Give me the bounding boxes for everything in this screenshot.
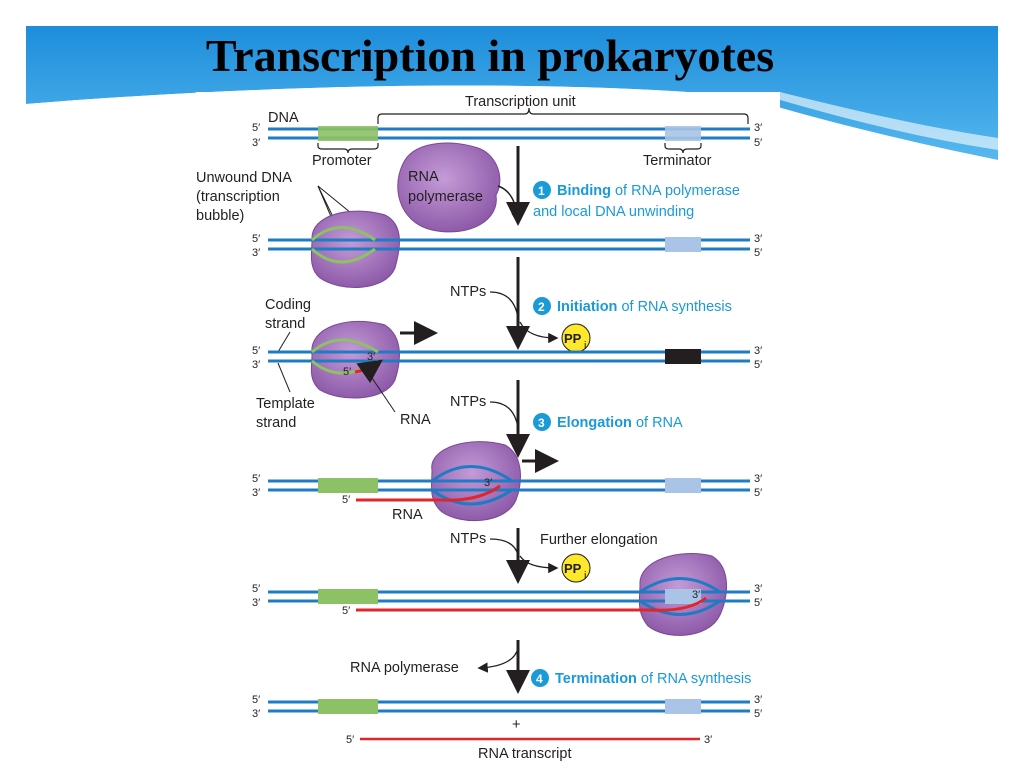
svg-text:5′: 5′ <box>754 487 762 499</box>
step-4-caption: 4 Termination of RNA synthesis <box>531 669 751 687</box>
svg-text:i: i <box>584 340 586 352</box>
rna-polymerase-label-1: RNA <box>408 169 439 185</box>
promoter-label: Promoter <box>312 153 372 169</box>
svg-text:2: 2 <box>538 300 545 314</box>
rna-polymerase-free: RNA polymerase <box>397 142 524 233</box>
svg-text:3′: 3′ <box>252 708 260 720</box>
svg-text:3′: 3′ <box>252 487 260 499</box>
rna-label: RNA <box>392 507 423 523</box>
three-prime-label: 3′ <box>754 122 762 134</box>
step-1-caption: 1 Binding of RNA polymerase and local DN… <box>533 181 740 220</box>
unwound-dna-label-3: bubble) <box>196 208 244 224</box>
five-prime-label: 5′ <box>252 122 260 134</box>
rna-transcript-label: RNA transcript <box>478 746 571 762</box>
step-2-caption: 2 Initiation of RNA synthesis <box>533 297 732 315</box>
svg-text:3′: 3′ <box>754 233 762 245</box>
svg-text:3′: 3′ <box>252 597 260 609</box>
rna-polymerase-release-label: RNA polymerase <box>350 660 459 676</box>
svg-text:3′: 3′ <box>704 734 712 746</box>
dna-row-termination: 5′ 3′ 3′ 5′ <box>252 694 762 720</box>
svg-text:3: 3 <box>538 416 545 430</box>
svg-text:5′: 5′ <box>343 366 351 378</box>
terminator-label: Terminator <box>643 153 712 169</box>
svg-text:Elongation of RNA: Elongation of RNA <box>557 415 683 431</box>
three-prime-label: 3′ <box>252 137 260 149</box>
svg-text:5′: 5′ <box>252 694 260 706</box>
svg-text:PP: PP <box>564 561 582 576</box>
dna-row-binding: 5′ 3′ 3′ 5′ <box>252 210 762 288</box>
svg-text:3′: 3′ <box>252 359 260 371</box>
svg-text:5′: 5′ <box>754 359 762 371</box>
rna-polymerase-label-2: polymerase <box>408 189 483 205</box>
svg-text:4: 4 <box>536 672 543 686</box>
svg-text:i: i <box>584 570 586 582</box>
unwound-dna-label: Unwound DNA <box>196 170 292 186</box>
dna-row-initiation: 3′ 5′ 5′ 3′ 3′ 5′ <box>252 320 762 399</box>
svg-text:5′: 5′ <box>252 233 260 245</box>
svg-text:PP: PP <box>564 331 582 346</box>
svg-text:3′: 3′ <box>754 583 762 595</box>
ntps-label: NTPs <box>450 394 486 410</box>
template-strand-label: Template <box>256 396 315 412</box>
svg-text:5′: 5′ <box>252 583 260 595</box>
dna-row-elongation: 3′ 5′ 5′ 3′ 3′ 5′ <box>252 441 762 522</box>
svg-text:5′: 5′ <box>754 247 762 259</box>
svg-text:3′: 3′ <box>367 351 375 363</box>
svg-text:3′: 3′ <box>252 247 260 259</box>
svg-text:Initiation of RNA synthesis: Initiation of RNA synthesis <box>557 299 732 315</box>
transcription-unit-label: Transcription unit <box>465 94 576 110</box>
promoter-region <box>318 126 378 141</box>
template-strand-label-2: strand <box>256 415 296 431</box>
svg-text:3′: 3′ <box>754 345 762 357</box>
ppi-badge: PP i <box>561 553 591 583</box>
svg-text:5′: 5′ <box>754 708 762 720</box>
svg-text:3′: 3′ <box>692 589 700 601</box>
svg-text:and local DNA unwinding: and local DNA unwinding <box>533 204 694 220</box>
terminator-region <box>665 126 701 141</box>
step-3-caption: 3 Elongation of RNA <box>533 413 683 431</box>
rna-label: RNA <box>400 412 431 428</box>
coding-strand-label-2: strand <box>265 316 305 332</box>
ntps-label: NTPs <box>450 531 486 547</box>
svg-text:1: 1 <box>538 184 545 198</box>
svg-text:5′: 5′ <box>252 473 260 485</box>
svg-text:3′: 3′ <box>754 694 762 706</box>
further-elongation-label: Further elongation <box>540 532 658 548</box>
dna-row-further-elongation: 3′ 5′ 5′ 3′ 3′ 5′ <box>252 553 762 636</box>
svg-text:5′: 5′ <box>346 734 354 746</box>
slide-title: Transcription in prokaryotes <box>205 30 775 81</box>
svg-text:5′: 5′ <box>342 494 350 506</box>
ntps-label: NTPs <box>450 284 486 300</box>
svg-text:Termination of RNA synthesis: Termination of RNA synthesis <box>555 671 751 687</box>
five-prime-label: 5′ <box>754 137 762 149</box>
svg-text:3′: 3′ <box>754 473 762 485</box>
rna-transcript: 5′ 3′ <box>346 734 712 746</box>
coding-strand-label: Coding <box>265 297 311 313</box>
svg-text:3′: 3′ <box>484 477 492 489</box>
svg-text:Binding of RNA polymerase: Binding of RNA polymerase <box>557 183 740 199</box>
unwound-dna-label-2: (transcription <box>196 189 280 205</box>
svg-text:5′: 5′ <box>754 597 762 609</box>
svg-text:5′: 5′ <box>252 345 260 357</box>
plus-sign: + <box>512 717 520 733</box>
dna-label: DNA <box>268 110 299 126</box>
ppi-badge: PP i <box>561 323 591 353</box>
dna-row-initial: DNA 5′ 3′ 3′ 5′ Transcription unit Promo… <box>252 94 762 169</box>
svg-text:5′: 5′ <box>342 605 350 617</box>
